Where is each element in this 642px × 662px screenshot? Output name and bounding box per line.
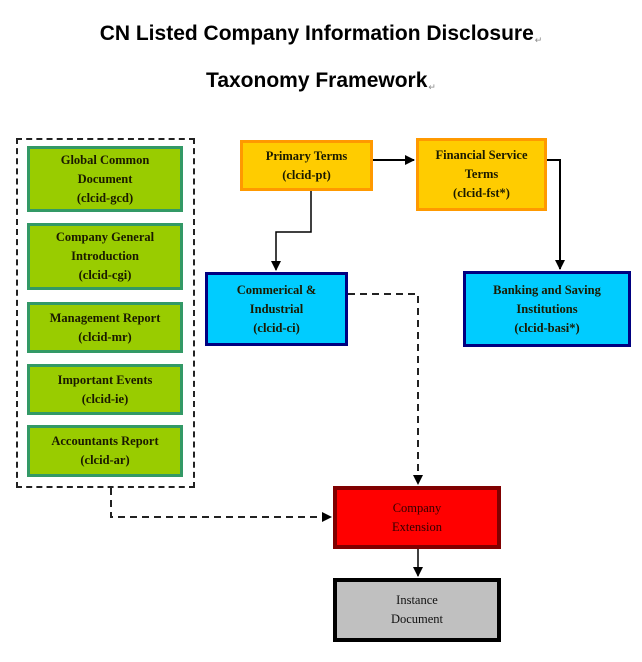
node-label: Document — [390, 612, 444, 626]
common-documents-group — [16, 138, 195, 488]
node-label: Company General — [55, 230, 155, 244]
node-label: Global Common — [60, 152, 150, 167]
node-label: Terms — [464, 167, 499, 181]
node-accountants-report[interactable]: Accountants Report (clcid-ar) — [27, 425, 183, 477]
node-commercial-industrial[interactable]: Commerical & Industrial (clcid-ci) — [205, 272, 348, 346]
node-label: Company — [392, 500, 442, 515]
node-label: Instance — [396, 593, 438, 607]
node-label: Accountants Report — [51, 434, 159, 448]
diagram-title-line-2: Taxonomy Framework↵ — [0, 69, 642, 93]
node-label: Commerical & — [236, 282, 317, 297]
node-management-report[interactable]: Management Report (clcid-mr) — [27, 302, 183, 353]
node-label: Introduction — [71, 249, 139, 263]
edge-common-to-extension — [110, 488, 332, 522]
node-label: Primary Terms — [265, 148, 348, 163]
node-code: (clcid-pt) — [282, 167, 331, 182]
paragraph-mark-icon: ↵ — [428, 82, 436, 92]
diagram-title-line-1: CN Listed Company Information Disclosure… — [0, 22, 642, 46]
title-line-1-text: CN Listed Company Information Disclosure — [99, 22, 534, 45]
node-label: Document — [77, 171, 133, 186]
node-label: Banking and Saving — [493, 282, 601, 297]
edge-primary-to-commercial — [271, 190, 312, 271]
node-code: (clcid-ci) — [253, 320, 300, 335]
node-global-common-document[interactable]: Global Common Document (clcid-gcd) — [27, 146, 183, 212]
node-code: (clcid-ie) — [81, 391, 129, 406]
node-code: (clcid-cgi) — [78, 268, 132, 282]
node-label: Extension — [392, 519, 442, 534]
node-label: Institutions — [516, 301, 578, 316]
node-company-general-introduction[interactable]: Company General Introduction (clcid-cgi) — [27, 223, 183, 290]
node-label: Management Report — [49, 310, 161, 325]
node-important-events[interactable]: Important Events (clcid-ie) — [27, 364, 183, 415]
node-label: Financial Service — [435, 148, 528, 162]
title-line-2-text: Taxonomy Framework — [206, 69, 428, 92]
node-financial-service-terms[interactable]: Financial Service Terms (clcid-fst*) — [416, 138, 547, 211]
node-code: (clcid-fst*) — [453, 186, 510, 200]
node-label: Important Events — [57, 372, 153, 387]
node-primary-terms[interactable]: Primary Terms (clcid-pt) — [240, 140, 373, 191]
node-instance-document[interactable]: Instance Document — [333, 578, 501, 642]
node-code: (clcid-ar) — [80, 453, 130, 467]
node-label: Industrial — [249, 301, 304, 316]
node-company-extension[interactable]: Company Extension — [333, 486, 501, 549]
node-code: (clcid-gcd) — [76, 190, 134, 205]
node-code: (clcid-mr) — [78, 329, 132, 344]
node-code: (clcid-basi*) — [514, 320, 580, 335]
edge-financial-to-banking — [547, 159, 565, 270]
paragraph-mark-icon: ↵ — [534, 35, 543, 45]
edge-commercial-to-extension — [348, 293, 423, 485]
node-banking-saving-institutions[interactable]: Banking and Saving Institutions (clcid-b… — [463, 271, 631, 347]
